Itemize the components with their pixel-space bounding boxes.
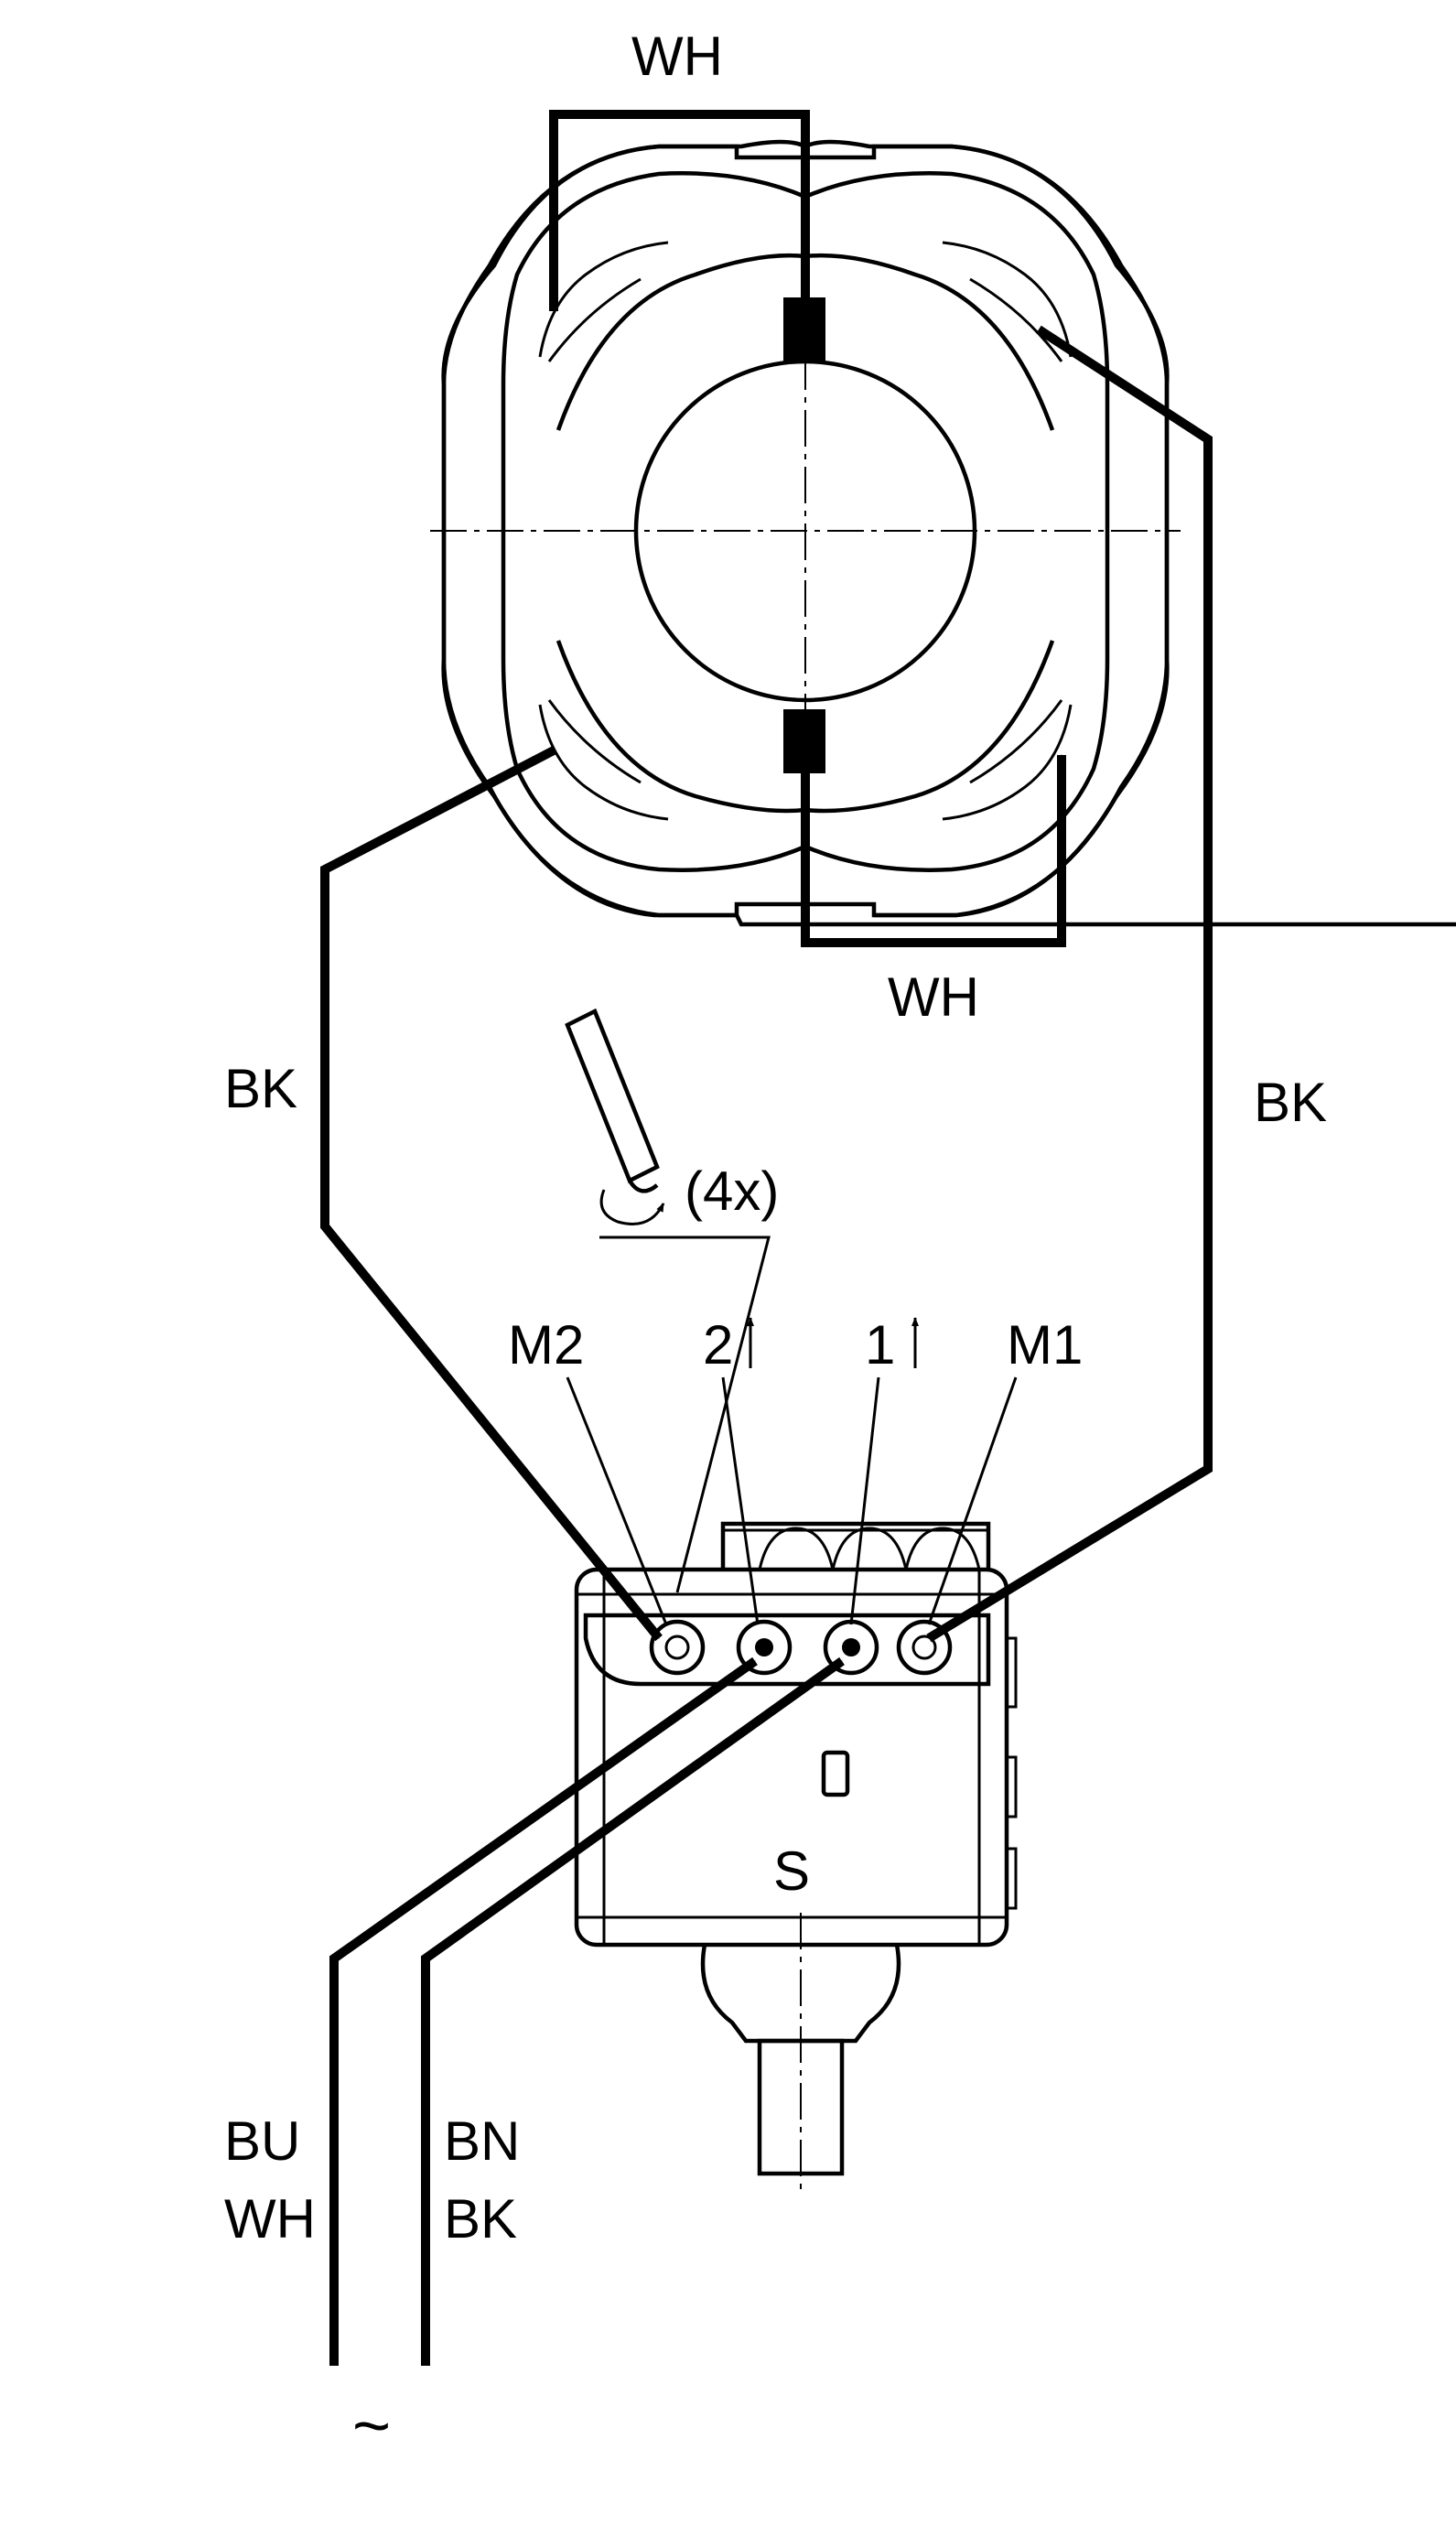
slot-upper-left	[538, 241, 669, 362]
label-bk-lead: BK	[444, 2188, 517, 2250]
terminal-m2	[649, 1619, 706, 1676]
label-terminal-2: 2	[703, 1314, 733, 1376]
screwdriver-icon	[565, 1008, 771, 1593]
switch-top-cap	[720, 1521, 991, 1570]
switch-top-ribs	[723, 1527, 988, 1570]
label-leaders	[566, 1317, 1018, 1625]
stator	[430, 139, 1456, 927]
wire-bk-left	[320, 746, 663, 1642]
terminal-strip	[583, 1613, 991, 1687]
label-terminal-1: 1	[865, 1314, 895, 1376]
pole-arc-upper-left	[555, 253, 806, 431]
label-bk-left: BK	[224, 1058, 297, 1119]
slot-lower-left	[538, 699, 669, 821]
pole-arc-lower-left	[555, 640, 806, 814]
label-bn: BN	[444, 2110, 520, 2172]
wire-bn-bk-lead	[421, 1656, 845, 2366]
switch-side-tabs	[1007, 1636, 1018, 1910]
slot-lower-right	[942, 699, 1073, 821]
stator-outer-outline	[441, 139, 1456, 927]
label-wh-bottom: WH	[888, 966, 979, 1028]
label-wh-top: WH	[631, 26, 723, 87]
slot-upper-right	[942, 241, 1073, 362]
label-m2: M2	[508, 1314, 584, 1376]
stator-outline	[441, 144, 1170, 918]
label-bk-right: BK	[1254, 1072, 1327, 1133]
switch-s	[574, 1521, 1018, 2192]
brush-bottom	[783, 709, 825, 773]
pole-arc-upper-right	[804, 253, 1055, 431]
label-wh-lead: WH	[224, 2188, 316, 2250]
label-switch-s: S	[773, 1840, 810, 1902]
labels: WH WH BK BK (4x) M2 2 1 M1 S BU WH BN BK…	[224, 26, 1327, 2463]
wire-bk-right	[926, 325, 1213, 1643]
wire-wh-bottom	[801, 754, 1066, 947]
external-wiring	[320, 325, 1213, 2366]
label-bu: BU	[224, 2110, 300, 2172]
wire-wh-top	[549, 110, 810, 312]
terminal-2	[736, 1619, 793, 1676]
wire-bu-wh-lead	[329, 1656, 758, 2366]
switch-window	[821, 1750, 850, 1797]
terminal-m1	[896, 1619, 953, 1676]
label-ac-symbol: ~	[352, 2390, 391, 2463]
label-count: (4x)	[685, 1160, 779, 1222]
brush-top	[783, 297, 825, 361]
label-m1: M1	[1007, 1314, 1083, 1376]
stator-wiring	[549, 110, 1066, 947]
pole-arc-lower-right	[804, 640, 1055, 814]
stator-inner-outline	[501, 171, 1110, 872]
